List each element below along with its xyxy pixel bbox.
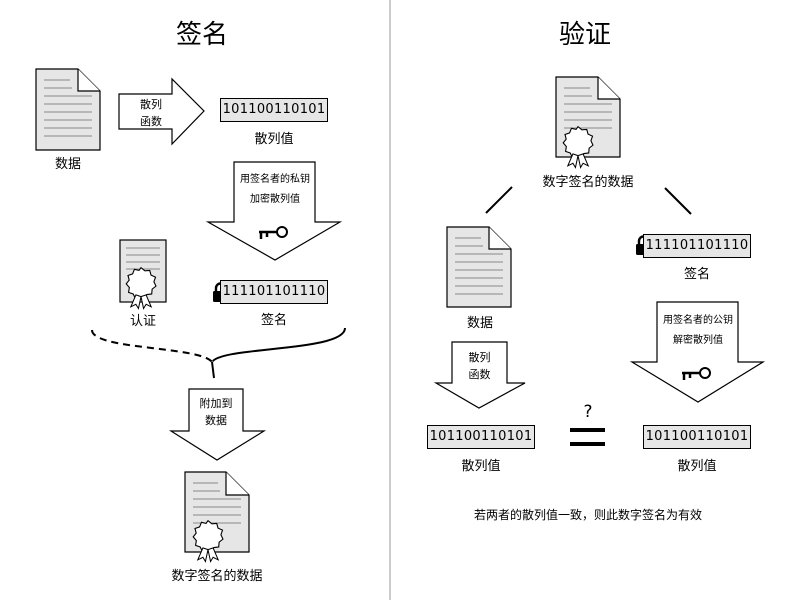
hash-function-label: 散列函数 bbox=[140, 98, 162, 128]
data-label: 数据 bbox=[54, 157, 82, 172]
hash-value-box-left: 101100110101 bbox=[427, 425, 535, 449]
attach-step-label: 附加到数据 bbox=[199, 397, 233, 427]
hash-value-label-right: 散列值 bbox=[677, 459, 717, 474]
attach-arrow bbox=[168, 388, 267, 461]
data-label: 数据 bbox=[466, 316, 494, 331]
compare-equals-icon bbox=[570, 428, 605, 446]
hash-function-arrow bbox=[433, 341, 526, 409]
signature-label: 签名 bbox=[260, 313, 288, 328]
encrypt-step-label: 用签名者的私钥加密散列值 bbox=[240, 174, 310, 205]
split-line-right bbox=[664, 187, 692, 215]
compare-question-mark: ? bbox=[583, 402, 593, 422]
encrypt-arrow bbox=[205, 161, 343, 261]
document-icon bbox=[446, 226, 512, 308]
signature-box: 111101101110 bbox=[643, 234, 751, 258]
verification-conclusion: 若两者的散列值一致，则此数字签名为有效 bbox=[473, 508, 703, 522]
certificate-label: 认证 bbox=[129, 314, 157, 329]
verify-panel-title: 验证 bbox=[558, 20, 612, 50]
hash-value-box: 101100110101 bbox=[220, 98, 328, 122]
signed-data-label: 数字签名的数据 bbox=[542, 175, 634, 190]
key-icon bbox=[259, 226, 288, 239]
hash-function-arrow bbox=[118, 77, 205, 146]
certificate-icon bbox=[119, 239, 167, 310]
decrypt-arrow bbox=[629, 301, 766, 403]
signed-document-icon bbox=[184, 471, 250, 563]
hash-function-label: 散列函数 bbox=[468, 351, 491, 381]
signed-data-label: 数字签名的数据 bbox=[171, 569, 263, 584]
signed-document-icon bbox=[555, 76, 621, 169]
document-icon bbox=[35, 68, 101, 151]
decrypt-step-label: 用签名者的公钥解密散列值 bbox=[663, 315, 733, 346]
split-line-left bbox=[485, 186, 513, 214]
signature-label: 签名 bbox=[683, 267, 711, 282]
hash-value-label-left: 散列值 bbox=[461, 459, 501, 474]
signature-box: 111101101110 bbox=[220, 280, 328, 304]
key-icon bbox=[682, 367, 711, 380]
hash-value-label: 散列值 bbox=[254, 132, 294, 147]
hash-value-box-right: 101100110101 bbox=[643, 425, 751, 449]
sign-panel-title: 签名 bbox=[175, 20, 229, 50]
